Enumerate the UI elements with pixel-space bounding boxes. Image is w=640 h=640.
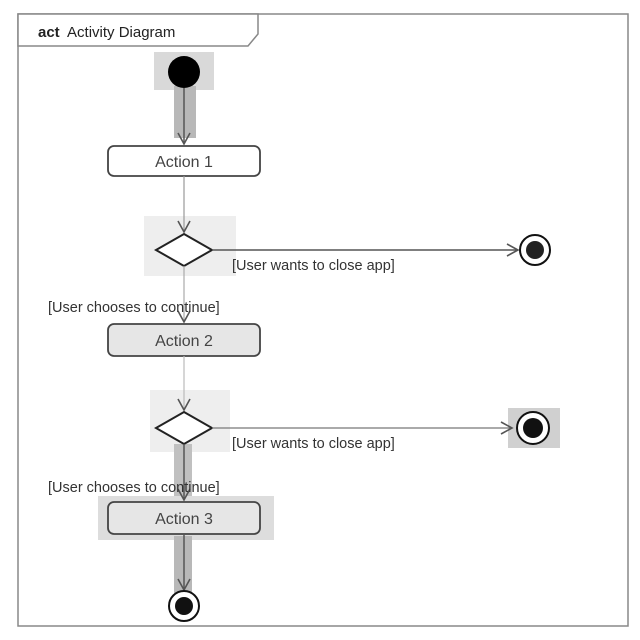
action-3-label: Action 3 <box>155 511 213 528</box>
frame-keyword: act <box>38 24 60 41</box>
final-node-1-inner <box>526 241 544 259</box>
guard-continue-2: [User chooses to continue] <box>48 480 220 496</box>
flow-highlight-bottom <box>174 536 192 596</box>
diagram-frame <box>17 13 629 627</box>
guard-close-app-2: [User wants to close app] <box>232 436 395 452</box>
frame-title: act Activity Diagram <box>38 24 175 41</box>
guard-close-app-1: [User wants to close app] <box>232 258 395 274</box>
frame-title-text: Activity Diagram <box>67 24 175 41</box>
final-node-2-inner <box>523 418 543 438</box>
initial-node <box>168 56 200 88</box>
action-2-label: Action 2 <box>155 333 213 350</box>
guard-continue-1: [User chooses to continue] <box>48 300 220 316</box>
final-node-3-inner <box>175 597 193 615</box>
frame-title-tab <box>17 13 259 47</box>
action-1-label: Action 1 <box>155 154 213 171</box>
flow-highlight-mid <box>174 444 192 496</box>
flow-highlight-top <box>174 86 196 138</box>
